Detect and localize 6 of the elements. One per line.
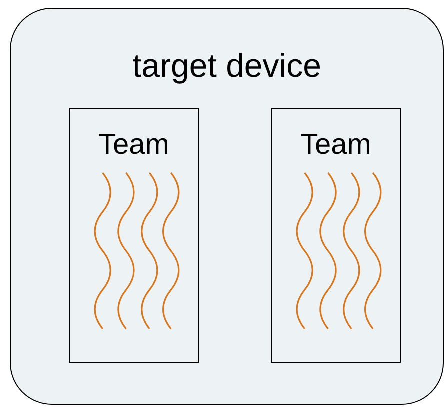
team-box [69,108,199,363]
team-label: Team [300,131,372,160]
team-box [271,108,401,363]
device-panel [10,8,444,405]
panel-title: target device [132,49,322,82]
team-label: Team [98,131,170,160]
